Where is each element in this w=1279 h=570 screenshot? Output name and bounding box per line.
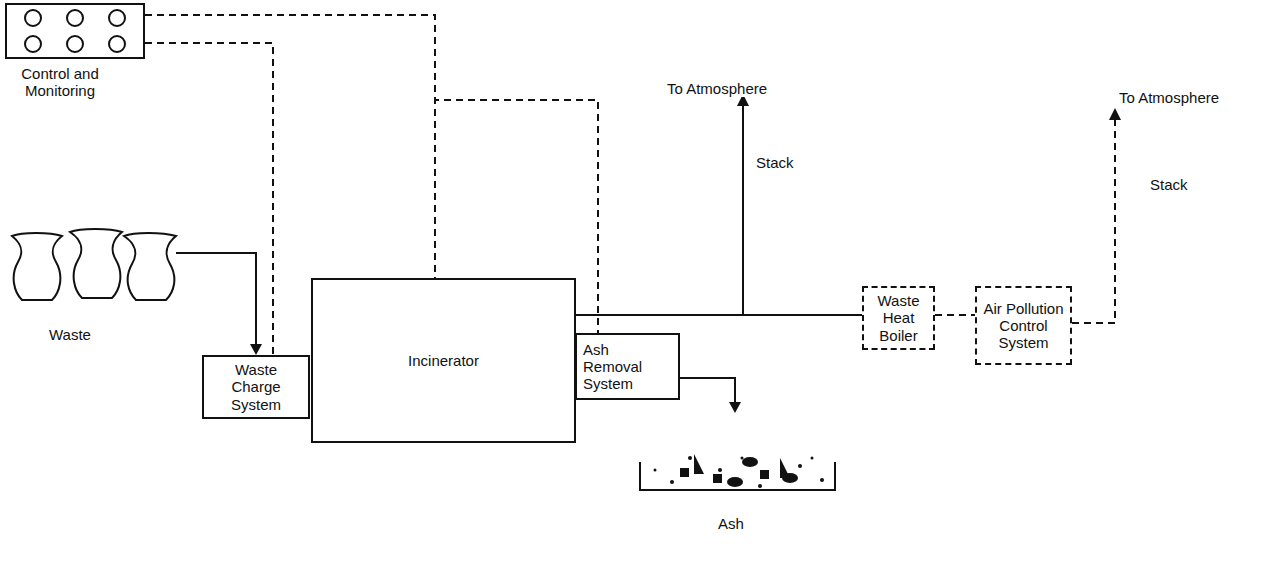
control-panel: Control and Monitoring	[5, 3, 145, 100]
node-label: Control and Monitoring	[5, 65, 115, 100]
optional-box: Air Pollution Control System	[975, 286, 1072, 365]
connector	[145, 43, 273, 355]
output-label: Ash	[716, 515, 746, 532]
node-label: Waste Charge System	[210, 361, 302, 413]
stack-label: Stack	[754, 154, 796, 171]
waste-drums	[12, 229, 176, 300]
stack-label: Stack	[1148, 176, 1190, 193]
node-label: Ash Removal System	[583, 341, 672, 393]
outlet-label: To Atmosphere	[1117, 89, 1221, 106]
input-label: Waste	[47, 326, 93, 343]
process-box: Ash Removal System	[575, 333, 680, 400]
node-label: Waste Heat Boiler	[870, 292, 927, 344]
incinerator-box: Incinerator	[311, 278, 576, 443]
connector	[576, 315, 862, 316]
connector	[935, 315, 975, 316]
outlet-label: To Atmosphere	[665, 80, 769, 97]
panel-symbol	[5, 3, 145, 59]
connector	[145, 15, 435, 278]
process-box: Waste Charge System	[202, 355, 310, 419]
node-label: Incinerator	[408, 352, 479, 369]
optional-box: Waste Heat Boiler	[862, 286, 935, 350]
node-label: Air Pollution Control System	[983, 300, 1064, 352]
